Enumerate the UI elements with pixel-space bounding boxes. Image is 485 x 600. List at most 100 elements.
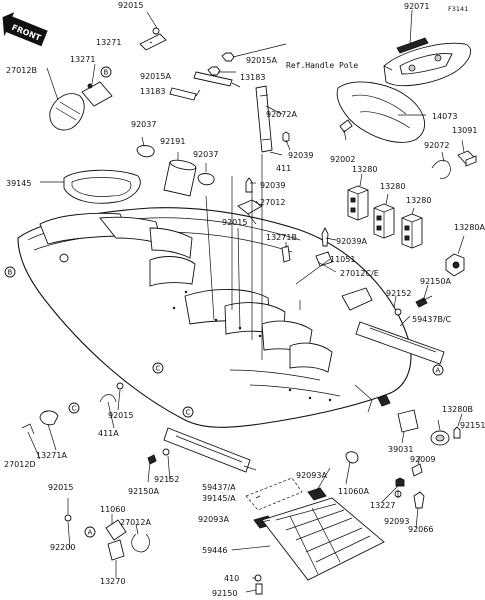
bolt-92150 xyxy=(255,583,263,595)
callout-92093A-right: 92093A xyxy=(296,471,327,480)
callout-39031: 39031 xyxy=(388,445,413,454)
hull-bolts xyxy=(172,290,332,402)
band-92037-a xyxy=(136,145,155,158)
outline-39145A xyxy=(245,477,303,511)
svg-text:C: C xyxy=(186,409,191,417)
part-13091 xyxy=(457,150,477,167)
nozzle-39031 xyxy=(397,409,419,433)
grate-59446 xyxy=(261,497,385,581)
svg-text:C: C xyxy=(156,365,161,373)
callout-13271-mid: 13271 xyxy=(70,55,95,64)
callout-92015A-top: 92015A xyxy=(246,56,277,65)
callout-92039A: 92039A xyxy=(336,237,367,246)
bolt-92150A-right xyxy=(415,295,433,308)
svg-text:C: C xyxy=(72,405,77,413)
bracket-13270 xyxy=(107,539,125,561)
callout-27012CE: 27012C/E xyxy=(340,269,379,278)
nuts-92015A xyxy=(207,52,235,76)
callout-13271A: 13271A xyxy=(36,451,67,460)
callout-92200: 92200 xyxy=(50,543,75,552)
marker-a-bottom: A xyxy=(84,526,96,538)
plate-27012CE xyxy=(341,287,373,311)
bars-13183 xyxy=(169,71,233,101)
detail-markers: B B A C C C A xyxy=(4,66,444,538)
pad-14073 xyxy=(336,81,425,143)
callout-92093: 92093 xyxy=(384,517,409,526)
bracket-13271A xyxy=(39,410,59,426)
callout-92152-left: 92152 xyxy=(154,475,179,484)
plate-27012B-stripes xyxy=(55,101,81,121)
rail-59437A xyxy=(163,427,251,473)
callout-59437BC: 59437B/C xyxy=(412,315,452,324)
callout-13183-b: 13183 xyxy=(140,87,165,96)
clip-411 xyxy=(282,131,290,143)
callout-13280A: 13280A xyxy=(454,223,485,232)
callout-410: 410 xyxy=(224,574,239,583)
callout-92002: 92002 xyxy=(330,155,355,164)
marker-c-left-2: C xyxy=(68,402,80,414)
callout-411A: 411A xyxy=(98,429,119,438)
callout-92191: 92191 xyxy=(160,137,185,146)
callout-13280-c: 13280 xyxy=(406,196,431,205)
band-92037-b xyxy=(197,173,215,186)
bolt-92066 xyxy=(413,491,425,509)
callout-13270: 13270 xyxy=(100,577,125,586)
handle-pole-cover xyxy=(383,37,472,87)
callout-27012B: 27012B xyxy=(6,66,37,75)
callout-92015-mid: 92015 xyxy=(222,218,247,227)
callout-92150A-right: 92150A xyxy=(420,277,451,286)
callout-59446: 59446 xyxy=(202,546,227,555)
clip-27012A xyxy=(131,533,150,553)
rod-92072A xyxy=(255,85,273,153)
bolt-92150A-left xyxy=(147,454,157,465)
nut-92015-left xyxy=(116,382,124,390)
washer-92152-right xyxy=(394,308,402,316)
callout-92072: 92072 xyxy=(424,141,449,150)
part-27012D xyxy=(21,423,35,435)
callout-13271-top: 13271 xyxy=(96,38,121,47)
handle-pole-note: Ref.Handle Pole xyxy=(286,61,358,70)
gasket-39145 xyxy=(63,169,141,204)
callout-59437A: 59437/A xyxy=(202,483,236,492)
callout-39145: 39145 xyxy=(6,179,31,188)
marker-c-mid: C xyxy=(182,406,194,418)
callout-92015-bottom-left: 92015 xyxy=(48,483,73,492)
bracket-13271 xyxy=(81,27,167,107)
clip-11060A xyxy=(345,451,359,464)
callout-13280-b: 13280 xyxy=(380,182,405,191)
rail-59437BC xyxy=(355,321,445,365)
blocks-13280 xyxy=(347,185,465,277)
leader-lines xyxy=(27,9,465,593)
callout-13091: 13091 xyxy=(452,126,477,135)
callout-92072A: 92072A xyxy=(266,110,297,119)
callout-92015A-mid: 92015A xyxy=(140,72,171,81)
plate-27012 xyxy=(237,199,263,215)
callout-411-top: 411 xyxy=(276,164,291,173)
callout-27012D: 27012D xyxy=(4,460,36,469)
washer-92152-left xyxy=(162,448,170,456)
callout-14073: 14073 xyxy=(432,112,457,121)
cap-11060 xyxy=(105,519,127,541)
bolt-92151 xyxy=(453,426,461,439)
callout-92015-top: 92015 xyxy=(118,1,143,10)
callout-13280-a: 13280 xyxy=(352,165,377,174)
callout-92151: 92151 xyxy=(460,421,485,430)
callout-13183-a: 13183 xyxy=(240,73,265,82)
callout-92150: 92150 xyxy=(212,589,237,598)
callout-92039-a: 92039 xyxy=(288,151,313,160)
part-13227 xyxy=(395,477,405,487)
callout-92037-a: 92037 xyxy=(131,120,156,129)
callout-13227: 13227 xyxy=(370,501,395,510)
tube-92191 xyxy=(163,159,197,197)
callout-39145A: 39145/A xyxy=(202,494,236,503)
callout-11060A: 11060A xyxy=(338,487,369,496)
clamp-92072 xyxy=(431,159,451,179)
callout-11060: 11060 xyxy=(100,505,125,514)
callout-92066: 92066 xyxy=(408,525,433,534)
fasteners-92039 xyxy=(245,177,329,247)
callout-92009: 92009 xyxy=(410,455,435,464)
callout-27012A: 27012A xyxy=(120,518,151,527)
front-direction-badge: FRONT xyxy=(2,12,48,47)
marker-a-right: A xyxy=(432,364,444,376)
